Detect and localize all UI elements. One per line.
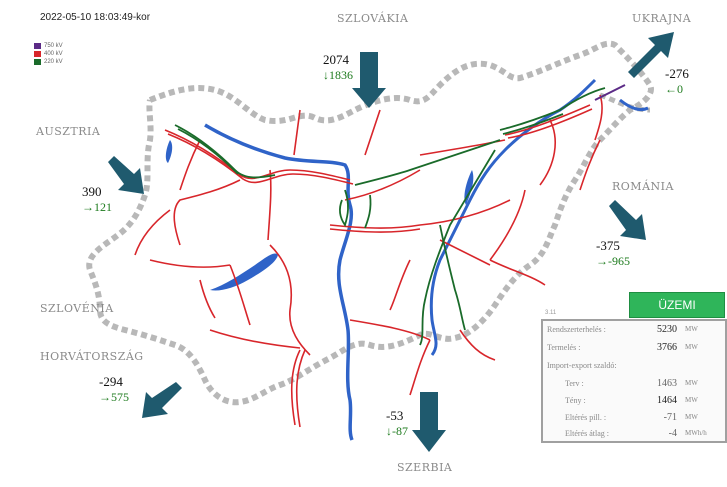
flow-slovakia-scheduled: ↓1836 bbox=[323, 68, 353, 82]
system-stats-panel: Rendszerterhelés : 5230 MW Termelés : 37… bbox=[541, 319, 727, 443]
flow-romania-actual: -375 bbox=[596, 238, 620, 253]
country-label-slovenia: SZLOVÉNIA bbox=[40, 302, 114, 315]
stat-deviation-value: -71 bbox=[663, 412, 677, 423]
arrow-romania bbox=[609, 200, 646, 240]
stat-actual-unit: MW bbox=[685, 396, 698, 404]
flow-ukraine-scheduled: ←0 bbox=[665, 82, 683, 96]
legend-row-400: 400 kV bbox=[34, 50, 63, 58]
stat-actual-label: Tény : bbox=[565, 396, 586, 405]
stat-load-value: 5230 bbox=[657, 324, 677, 335]
flow-romania-scheduled: →-965 bbox=[596, 254, 630, 268]
stat-row-plan: Terv : 1463 MW bbox=[543, 378, 725, 393]
flow-ukraine: -276 ←0 bbox=[665, 66, 689, 97]
flow-romania: -375 →-965 bbox=[596, 238, 630, 269]
stat-plan-value: 1463 bbox=[657, 378, 677, 389]
stat-load-label: Rendszerterhelés : bbox=[547, 325, 606, 334]
timestamp: 2022-05-10 18:03:49-kor bbox=[40, 12, 151, 23]
legend-label-400: 400 kV bbox=[44, 51, 63, 57]
stat-plan-unit: MW bbox=[685, 379, 698, 387]
stat-deviation-avg-label: Eltérés átlag : bbox=[565, 429, 609, 438]
legend-row-750: 750 kV bbox=[34, 42, 63, 50]
country-label-serbia: SZERBIA bbox=[397, 461, 453, 474]
arrow-croatia bbox=[142, 382, 182, 418]
line-750kv bbox=[594, 84, 626, 101]
stat-deviation-avg-value: -4 bbox=[668, 428, 677, 439]
stat-load-unit: MW bbox=[685, 325, 698, 333]
lake-balaton bbox=[210, 253, 278, 291]
river-tisza-north bbox=[619, 98, 649, 112]
legend-swatch-750 bbox=[34, 43, 41, 49]
lines-220kv bbox=[174, 87, 606, 346]
stat-deviation-avg-unit: MWh/h bbox=[685, 429, 707, 437]
flow-serbia-actual: -53 bbox=[386, 408, 404, 423]
stat-deviation-unit: MW bbox=[685, 413, 698, 421]
version-label: 3.11 bbox=[545, 310, 557, 316]
country-border bbox=[86, 40, 654, 406]
mode-button[interactable]: ÜZEMI bbox=[629, 292, 725, 318]
stat-actual-value: 1464 bbox=[657, 395, 677, 406]
stat-row-deviation-avg: Eltérés átlag : -4 MWh/h bbox=[543, 428, 725, 443]
lake-ferto bbox=[165, 140, 173, 163]
arrow-austria bbox=[108, 156, 144, 194]
flow-slovakia-actual: 2074 bbox=[323, 52, 349, 67]
country-label-ukraine: UKRAJNA bbox=[632, 12, 692, 25]
country-label-slovakia: SZLOVÁKIA bbox=[337, 12, 409, 25]
stat-production-label: Termelés : bbox=[547, 343, 581, 352]
flow-serbia-scheduled: ↓-87 bbox=[386, 424, 408, 438]
lines-400kv bbox=[134, 94, 603, 428]
country-label-croatia: HORVÁTORSZÁG bbox=[40, 350, 144, 363]
legend-swatch-400 bbox=[34, 51, 41, 57]
flow-slovakia: 2074 ↓1836 bbox=[323, 52, 353, 83]
river-tisza bbox=[429, 78, 597, 356]
country-label-austria: AUSZTRIA bbox=[36, 125, 101, 138]
stat-production-value: 3766 bbox=[657, 342, 677, 353]
legend-label-220: 220 kV bbox=[44, 59, 63, 65]
flow-arrows bbox=[108, 32, 674, 452]
flow-austria: 390 →121 bbox=[82, 184, 112, 215]
stat-plan-label: Terv : bbox=[565, 379, 584, 388]
stat-production-unit: MW bbox=[685, 343, 698, 351]
stat-row-load: Rendszerterhelés : 5230 MW bbox=[543, 324, 725, 339]
stat-deviation-label: Eltérés pill. : bbox=[565, 413, 607, 422]
voltage-legend: 750 kV 400 kV 220 kV bbox=[34, 42, 63, 66]
flow-ukraine-actual: -276 bbox=[665, 66, 689, 81]
flow-croatia: -294 →575 bbox=[99, 374, 129, 405]
flow-croatia-scheduled: →575 bbox=[99, 390, 129, 404]
stat-row-balance-title: Import-export szaldó: bbox=[543, 361, 725, 375]
stat-row-production: Termelés : 3766 MW bbox=[543, 342, 725, 357]
legend-swatch-220 bbox=[34, 59, 41, 65]
flow-serbia: -53 ↓-87 bbox=[386, 408, 408, 439]
country-label-romania: ROMÁNIA bbox=[612, 180, 674, 193]
flow-croatia-actual: -294 bbox=[99, 374, 123, 389]
arrow-slovakia bbox=[352, 52, 386, 108]
stat-row-deviation: Eltérés pill. : -71 MW bbox=[543, 412, 725, 427]
legend-label-750: 750 kV bbox=[44, 43, 63, 49]
flow-austria-actual: 390 bbox=[82, 184, 102, 199]
legend-row-220: 220 kV bbox=[34, 58, 63, 66]
stat-row-actual: Tény : 1464 MW bbox=[543, 395, 725, 410]
stat-balance-title: Import-export szaldó: bbox=[547, 361, 617, 370]
arrow-ukraine bbox=[628, 32, 674, 78]
flow-austria-scheduled: →121 bbox=[82, 200, 112, 214]
arrow-serbia bbox=[412, 392, 446, 452]
